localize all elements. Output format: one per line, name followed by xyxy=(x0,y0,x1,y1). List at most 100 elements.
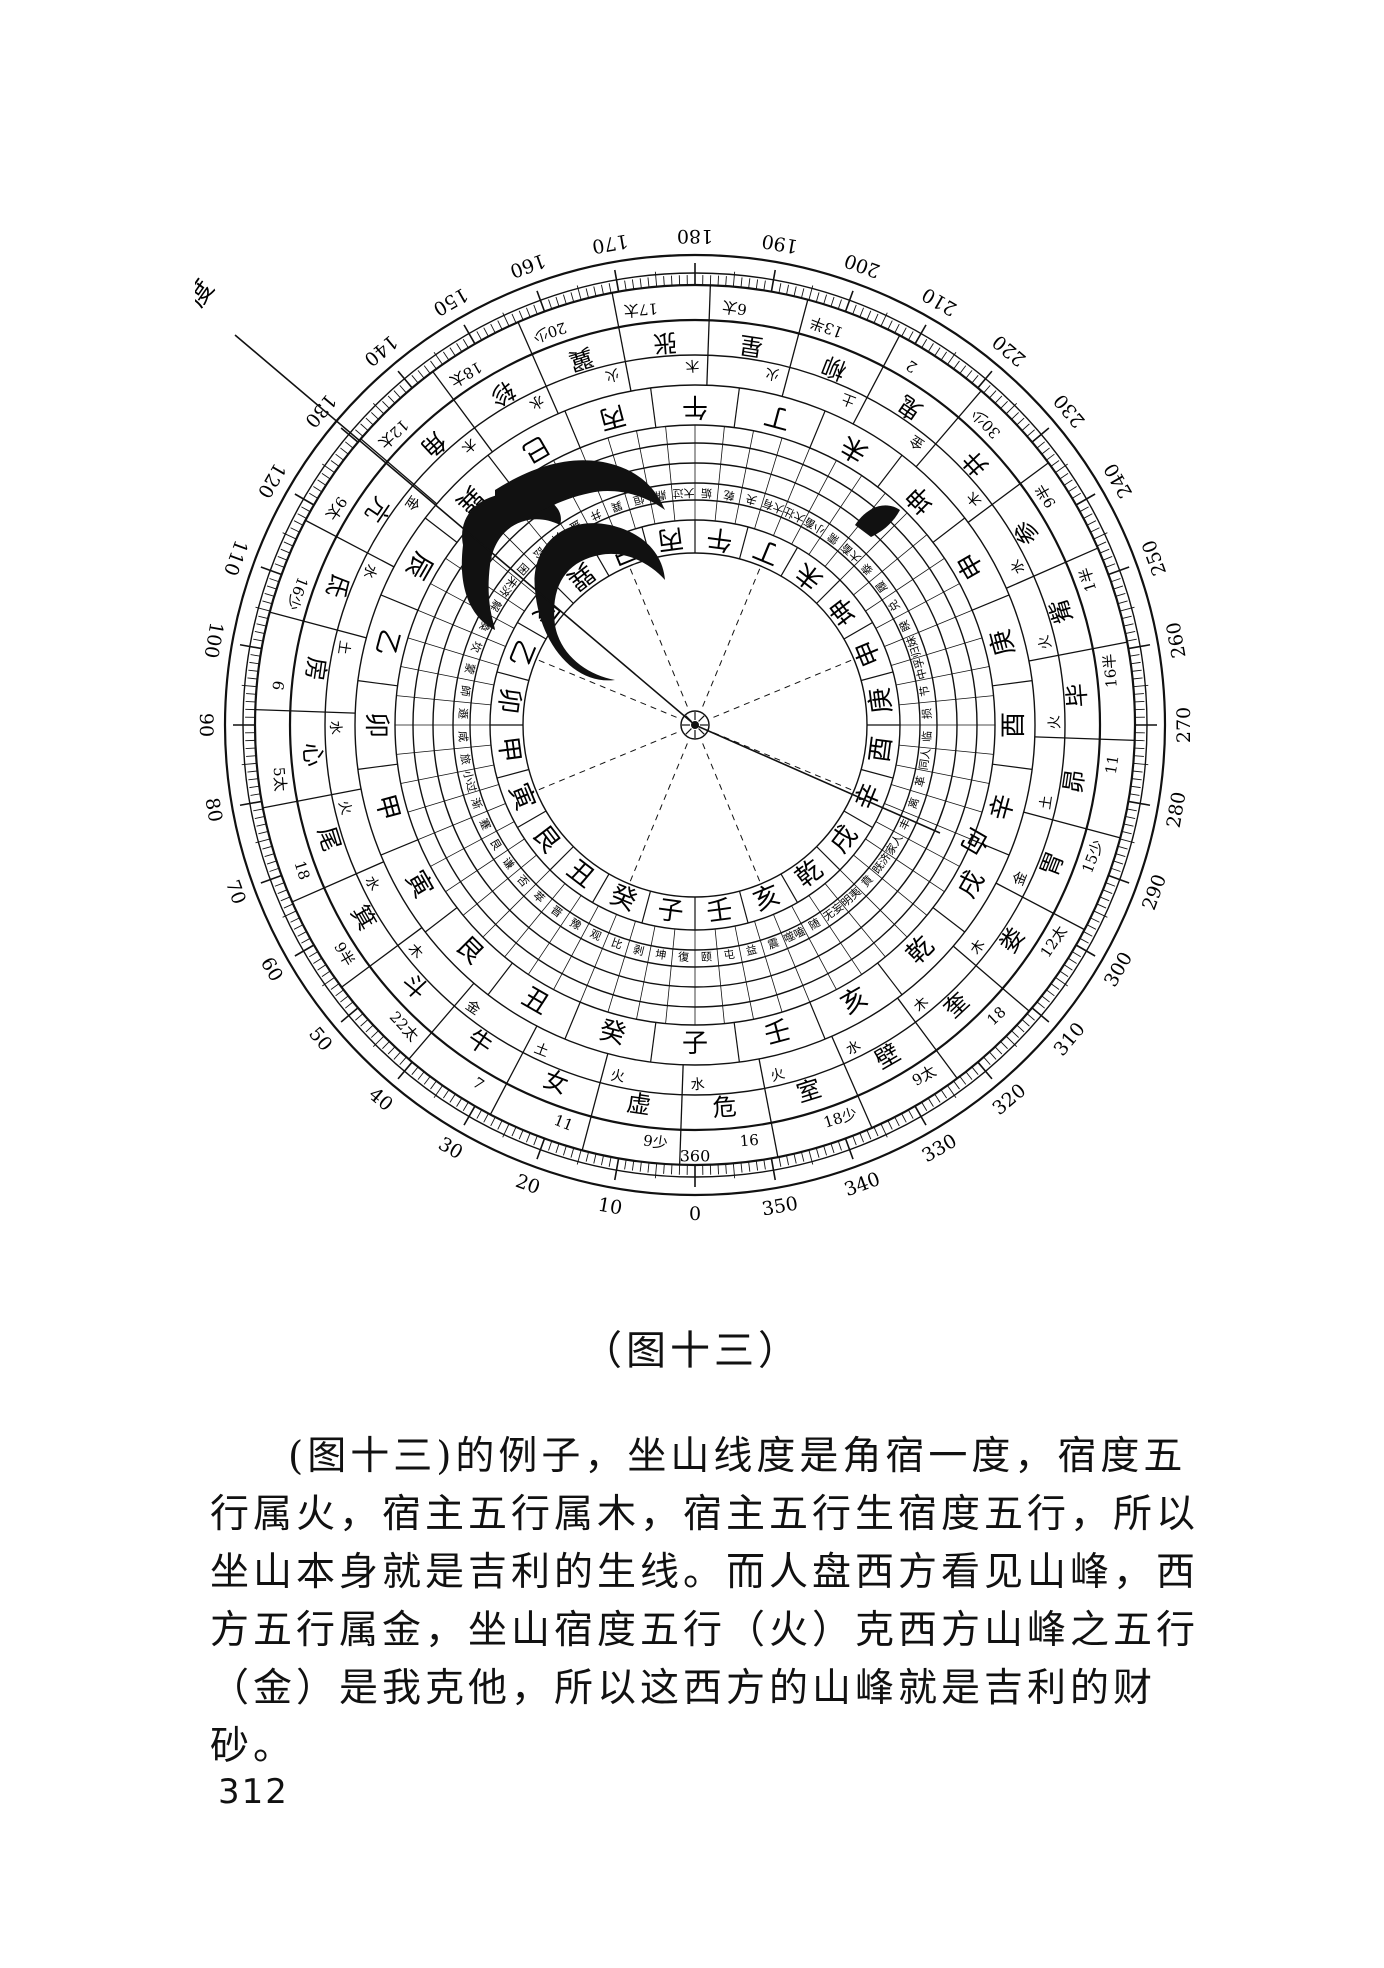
mansion-element: 土 xyxy=(334,639,352,655)
center-spoke xyxy=(713,658,855,718)
degree-tick xyxy=(423,1076,431,1085)
degree-tick xyxy=(1133,762,1149,766)
degree-tick xyxy=(1099,548,1110,554)
center-spoke xyxy=(535,658,677,718)
mansion-divider xyxy=(897,997,958,1079)
center-tick xyxy=(698,715,705,722)
hexagram-divider xyxy=(396,695,492,706)
degree-tick xyxy=(1113,585,1124,590)
degree-tick xyxy=(732,271,736,287)
degree-tick xyxy=(246,755,257,757)
hexagram-divider xyxy=(773,914,811,1003)
degree-tick xyxy=(740,277,743,288)
hexagram-name: 大过 xyxy=(672,486,695,501)
degree-tick xyxy=(593,286,597,297)
hexagram-name: 坤 xyxy=(654,947,667,962)
degree-tick xyxy=(763,280,766,291)
degree-tick xyxy=(563,294,567,305)
degree-tick xyxy=(786,1155,790,1166)
mountain-divider xyxy=(357,763,398,770)
degree-tick xyxy=(269,867,280,872)
degree-tick xyxy=(290,917,300,923)
degree-tick xyxy=(246,693,257,695)
degree-tick xyxy=(570,1147,575,1158)
degree-tick xyxy=(245,747,256,750)
degree-tick xyxy=(989,1051,997,1060)
mountain-inner-char: 丙 xyxy=(656,522,686,555)
degree-tick xyxy=(608,283,612,294)
page-number: 312 xyxy=(218,1772,289,1812)
degree-tick xyxy=(1134,747,1145,750)
degree-tick xyxy=(322,463,335,473)
degree-tick xyxy=(330,460,340,467)
hexagram-name: 遯 xyxy=(456,708,470,720)
mansion-divider xyxy=(1006,547,1099,589)
degree-tick xyxy=(1105,563,1116,568)
mountain-divider xyxy=(380,839,419,856)
degree-tick xyxy=(940,351,948,361)
degree-number: 0 xyxy=(689,1203,701,1225)
hexagram-divider xyxy=(808,475,863,555)
hexagram-divider xyxy=(714,928,725,1024)
mountain-divider xyxy=(487,454,513,488)
degree-tick xyxy=(282,910,297,918)
degree-number-360: 360 xyxy=(680,1147,711,1166)
hexagram-divider xyxy=(895,764,990,784)
mansion-name: 翼 xyxy=(565,342,596,376)
degree-tick xyxy=(518,310,524,321)
degree-tick xyxy=(1110,867,1121,872)
center-spoke xyxy=(713,732,855,792)
hexagram-divider xyxy=(884,803,973,841)
degree-tick xyxy=(511,1126,517,1137)
degree-tick xyxy=(570,292,575,303)
degree-tick xyxy=(430,360,437,370)
hexagram-divider xyxy=(734,925,754,1020)
mansion-degree: 7 xyxy=(469,1074,487,1094)
degree-tick xyxy=(786,284,790,295)
degree-tick xyxy=(249,661,260,665)
degree-tick xyxy=(1123,623,1134,627)
hexagram-name: 观 xyxy=(588,927,604,943)
mountain-inner-divider xyxy=(591,873,610,903)
degree-tick xyxy=(977,1061,993,1080)
hexagram-name: 坎 xyxy=(468,639,484,654)
hexagram-name: 乾 xyxy=(723,488,736,502)
degree-number: 90 xyxy=(195,713,217,737)
degree-tick xyxy=(921,339,928,349)
hexagram-divider xyxy=(754,437,783,529)
degree-tick xyxy=(1005,1035,1018,1048)
degree-tick xyxy=(914,1105,927,1126)
mountain-inner-divider xyxy=(843,810,873,829)
mansion-name: 亢 xyxy=(359,492,396,528)
hexagram-divider xyxy=(824,492,886,567)
degree-tick xyxy=(497,1120,503,1130)
degree-tick xyxy=(548,299,553,310)
degree-tick xyxy=(258,831,269,835)
degree-tick xyxy=(1016,1024,1025,1033)
degree-number: 20 xyxy=(513,1170,543,1199)
mansion-divider xyxy=(995,882,1085,931)
degree-tick xyxy=(417,370,425,379)
mansion-degree: 17太 xyxy=(623,299,658,320)
degree-tick xyxy=(321,970,331,978)
hexagram-name: 谦 xyxy=(500,855,517,872)
hexagram-divider xyxy=(665,426,676,522)
degree-tick xyxy=(647,277,650,288)
degree-tick xyxy=(1099,896,1110,902)
mansion-name: 轸 xyxy=(485,375,520,411)
degree-tick xyxy=(880,1123,888,1138)
mountain-char: 庚 xyxy=(985,626,1021,659)
degree-tick xyxy=(793,286,797,297)
degree-tick xyxy=(462,1101,469,1111)
mountain-char: 午 xyxy=(682,391,708,421)
degree-tick xyxy=(670,1164,673,1175)
hexagram-divider xyxy=(891,784,983,813)
hexagram-name: 師 xyxy=(458,684,472,697)
mansion-divider xyxy=(432,371,493,453)
degree-tick xyxy=(1083,513,1093,519)
mountain-divider xyxy=(932,907,966,933)
degree-tick xyxy=(934,347,941,357)
degree-tick xyxy=(837,1140,842,1151)
degree-tick xyxy=(593,1153,597,1164)
hexagram-divider xyxy=(754,921,783,1013)
